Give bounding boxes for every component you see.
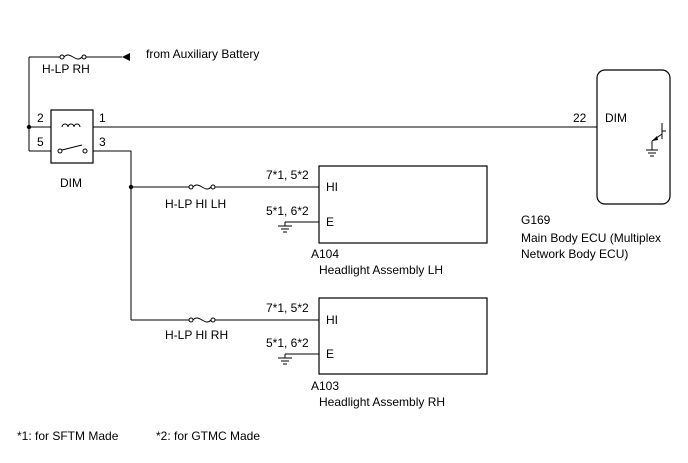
fuse-symbol-main [59, 54, 87, 60]
rh-branch: H-LP HI RH [131, 317, 319, 342]
headlight-assembly-lh: 7*1, 5*2 HI 5*1, 6*2 E A104 Headlight As… [266, 165, 488, 277]
lh-branch: H-LP HI LH [131, 184, 319, 211]
rh-hi-pins: 7*1, 5*2 [266, 301, 309, 315]
relay-pin-1: 1 [99, 111, 106, 125]
transistor-icon [646, 123, 666, 157]
ground-icon [278, 225, 292, 233]
ecu-code: G169 [521, 213, 551, 227]
lh-e-pins: 5*1, 6*2 [266, 204, 309, 218]
hi-lh-fuse-label: H-LP HI LH [165, 197, 226, 211]
main-body-ecu: 22 DIM G169 Main Body ECU (Multiplex Net… [521, 69, 671, 261]
headlight-assembly-rh: 7*1, 5*2 HI 5*1, 6*2 E A103 Headlight As… [266, 297, 488, 409]
relay-pin-3: 3 [99, 135, 106, 149]
rh-e-label: E [326, 347, 334, 361]
footnote-gtmc: *2: for GTMC Made [156, 429, 260, 443]
lh-name: Headlight Assembly LH [319, 263, 443, 277]
rh-code: A103 [311, 379, 339, 393]
lh-hi-pins: 7*1, 5*2 [266, 168, 309, 182]
relay-switch-icon [57, 144, 88, 154]
rh-name: Headlight Assembly RH [319, 395, 445, 409]
source-label: from Auxiliary Battery [146, 47, 259, 61]
rh-e-pins: 5*1, 6*2 [266, 336, 309, 350]
relay-pin-5: 5 [37, 135, 44, 149]
main-fuse-circuit: from Auxiliary Battery H-LP RH [28, 47, 259, 127]
ecu-signal: DIM [605, 111, 627, 125]
dim-relay: 2 1 5 3 DIM [37, 109, 106, 190]
lh-e-label: E [326, 215, 334, 229]
fuse-symbol-rh [188, 317, 216, 323]
ecu-pin: 22 [573, 111, 587, 125]
ground-icon [278, 357, 292, 365]
ecu-name-line1: Main Body ECU (Multiplex [521, 231, 661, 245]
footnote-sftm: *1: for SFTM Made [17, 429, 119, 443]
lh-hi-label: HI [326, 180, 338, 194]
relay-coil-icon [61, 123, 81, 128]
lh-code: A104 [311, 247, 339, 261]
relay-name: DIM [60, 176, 82, 190]
rh-hi-label: HI [326, 313, 338, 327]
hi-rh-fuse-label: H-LP HI RH [165, 328, 228, 342]
relay-pin-2: 2 [37, 111, 44, 125]
fuse-symbol-lh [188, 184, 216, 190]
ecu-name-line2: Network Body ECU) [521, 247, 628, 261]
main-fuse-label: H-LP RH [42, 62, 90, 76]
arrow-icon [122, 53, 130, 61]
